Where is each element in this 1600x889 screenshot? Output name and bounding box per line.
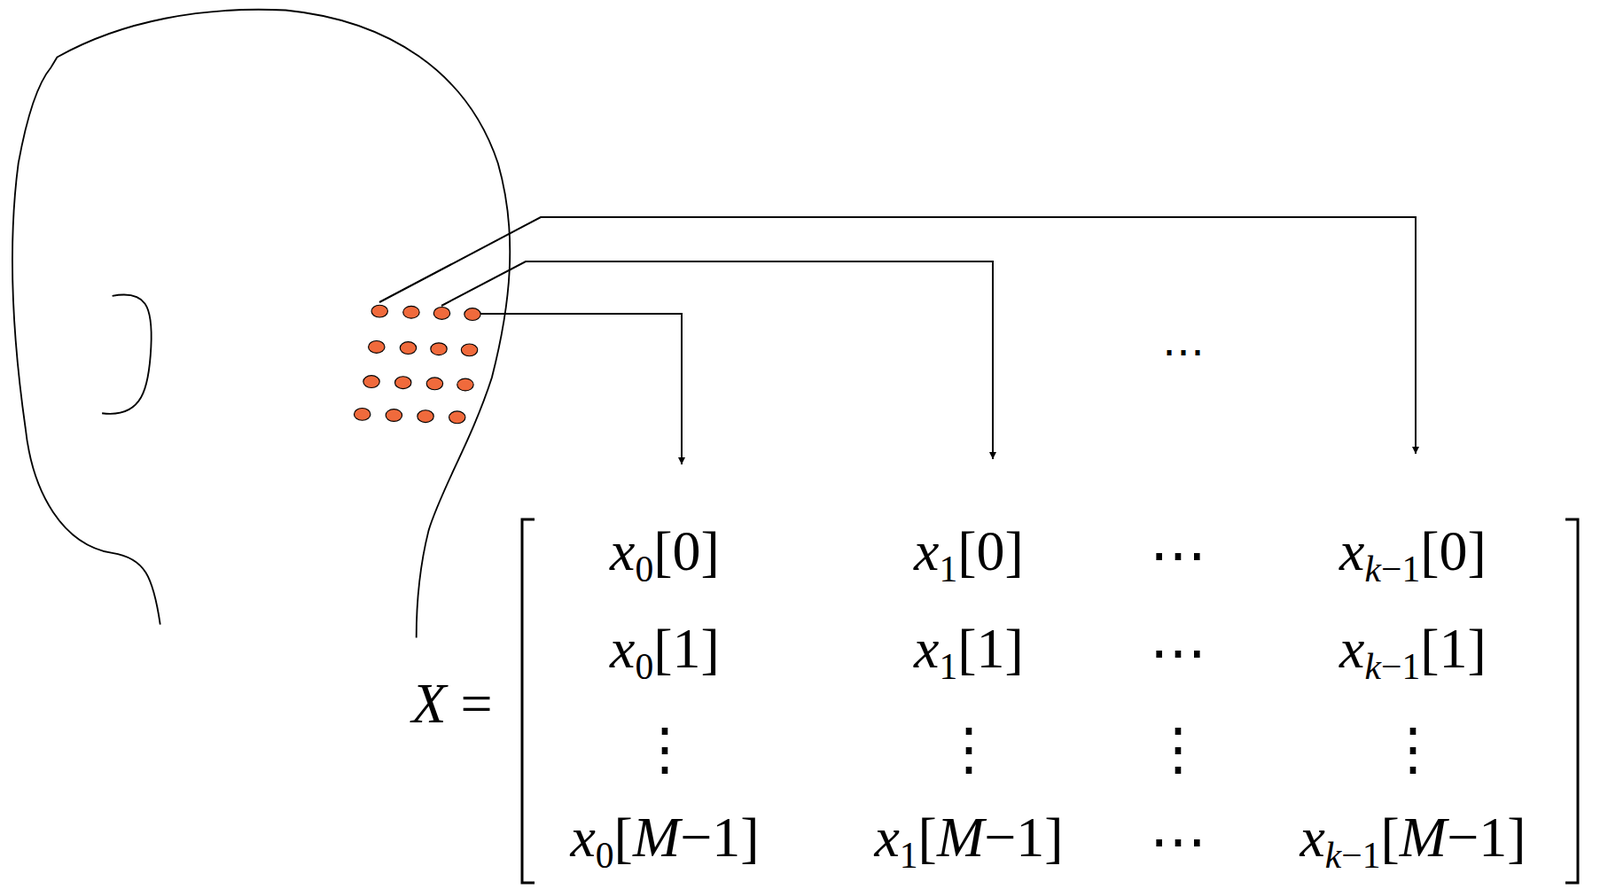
electrode xyxy=(430,343,447,356)
leader-lines xyxy=(379,217,1416,465)
electrode xyxy=(395,376,412,390)
matrix-entry: xk−1[0] xyxy=(1339,522,1487,588)
matrix-entry: xk−1[1] xyxy=(1339,620,1487,686)
matrix-ellipsis: ⋯ xyxy=(1149,624,1207,682)
matrix-entry: x1[1] xyxy=(913,620,1024,686)
matrix-entry: x0[0] xyxy=(609,522,720,588)
head-figure xyxy=(12,9,510,639)
electrode xyxy=(426,377,443,391)
electrode xyxy=(353,407,370,421)
matrix-entry: x0[M−1] xyxy=(569,809,759,875)
electrode xyxy=(363,375,380,389)
electrode xyxy=(460,343,477,357)
matrix-brackets xyxy=(522,519,1578,883)
electrode xyxy=(368,341,385,354)
electrode xyxy=(385,409,402,422)
matrix-name: X = xyxy=(411,675,492,733)
leader-line xyxy=(480,313,682,465)
matrix-ellipsis: ⋯ xyxy=(1149,813,1207,871)
electrode xyxy=(417,410,434,423)
head-outline xyxy=(12,9,510,639)
electrode xyxy=(399,342,416,355)
ellipsis: ⋯ xyxy=(1162,330,1205,374)
electrode xyxy=(433,307,450,320)
electrode xyxy=(449,411,466,424)
ear-outline xyxy=(101,294,152,414)
electrode xyxy=(403,305,420,319)
matrix-entry: x1[0] xyxy=(913,522,1024,588)
matrix-ellipsis: ⋮ xyxy=(940,721,998,779)
electrode-grid xyxy=(353,304,481,424)
matrix-ellipsis: ⋮ xyxy=(1384,721,1442,779)
matrix-ellipsis: ⋮ xyxy=(1149,721,1207,779)
matrix-ellipsis: ⋯ xyxy=(1149,527,1207,585)
matrix-ellipsis: ⋮ xyxy=(636,721,694,779)
matrix-entry: x0[1] xyxy=(609,620,720,686)
electrode xyxy=(457,378,474,391)
left-bracket xyxy=(522,519,535,883)
leader-line xyxy=(379,217,1416,454)
electrode xyxy=(464,308,481,321)
right-bracket xyxy=(1565,519,1578,883)
matrix-entry: x1[M−1] xyxy=(874,809,1063,875)
matrix-entry: xk−1[M−1] xyxy=(1299,809,1526,875)
leader-line xyxy=(441,261,993,460)
electrode xyxy=(371,304,388,318)
